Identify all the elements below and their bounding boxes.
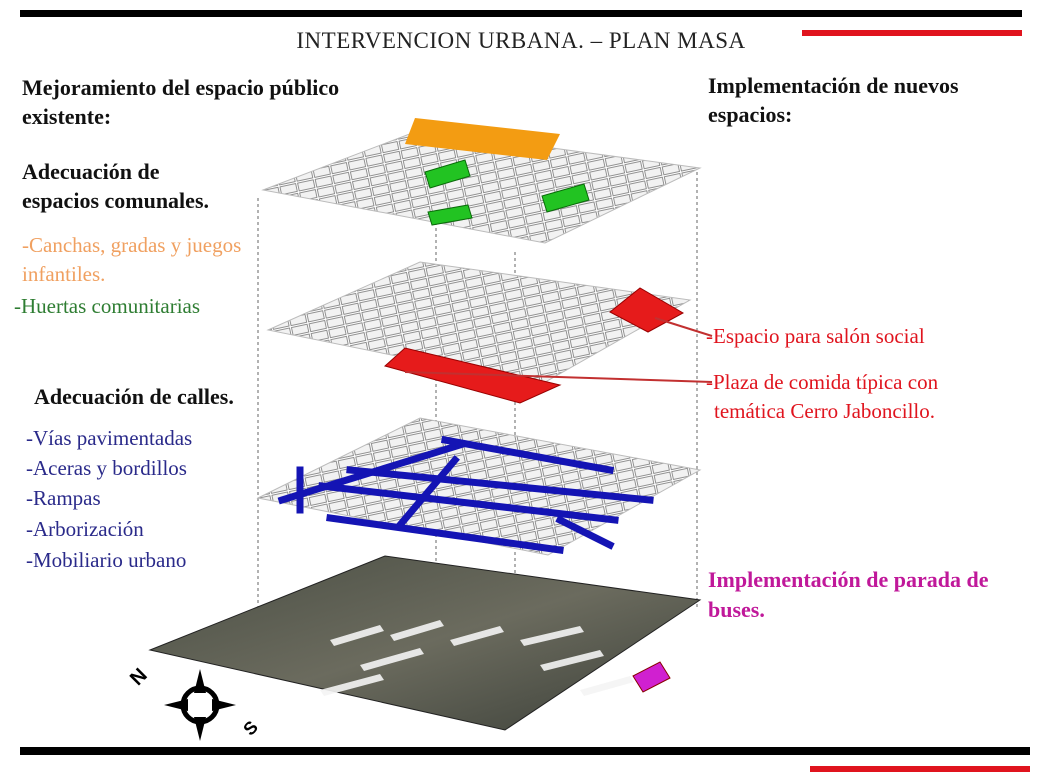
plaza-label-line2: temática Cerro Jaboncillo. — [714, 399, 936, 423]
street-item: -Aceras y bordillos — [26, 456, 187, 480]
green-garden-2 — [541, 183, 590, 213]
compass-icon — [164, 669, 236, 741]
green-garden-3 — [427, 204, 473, 226]
plaza-label-line1: -Plaza de comida típica con — [706, 370, 939, 394]
green-garden-1 — [424, 159, 471, 189]
street-item: -Arborización — [26, 517, 144, 541]
layer-satellite-base — [148, 555, 702, 731]
canchas-item-line1: -Canchas, gradas y juegos — [22, 233, 242, 257]
bus-stop-block — [632, 661, 671, 693]
right-heading-line1: Implementación de nuevos — [708, 73, 959, 98]
street-item: -Rampas — [26, 486, 101, 510]
streets-heading: Adecuación de calles. — [34, 384, 234, 409]
left-heading-line2: existente: — [22, 104, 112, 129]
street-item: -Mobiliario urbano — [26, 548, 187, 572]
communal-heading-line1: Adecuación de — [22, 159, 160, 184]
salon-social-label: -Espacio para salón social — [706, 324, 925, 348]
street-item: -Vías pavimentadas — [26, 426, 193, 450]
top-red-accent — [802, 30, 1022, 36]
canchas-item-line2: infantiles. — [22, 262, 106, 286]
bus-stop-label-line2: buses. — [708, 597, 765, 622]
bus-stop-label-line1: Implementación de parada de — [708, 567, 989, 592]
food-plaza-block — [383, 347, 562, 404]
layer-communal-spaces — [261, 118, 702, 244]
bottom-red-accent — [810, 766, 1030, 772]
right-heading-line2: espacios: — [708, 102, 793, 127]
communal-heading-line2: espacios comunales. — [22, 188, 209, 213]
huertas-item: -Huertas comunitarias — [14, 294, 201, 318]
layer-new-spaces — [266, 261, 713, 404]
left-heading-line1: Mejoramiento del espacio público — [22, 75, 340, 100]
orange-sports-block — [405, 118, 560, 160]
bottom-rule — [20, 747, 1030, 755]
layer-streets — [256, 417, 702, 556]
top-rule — [20, 10, 1022, 17]
page-title: INTERVENCION URBANA. – PLAN MASA — [296, 28, 746, 53]
